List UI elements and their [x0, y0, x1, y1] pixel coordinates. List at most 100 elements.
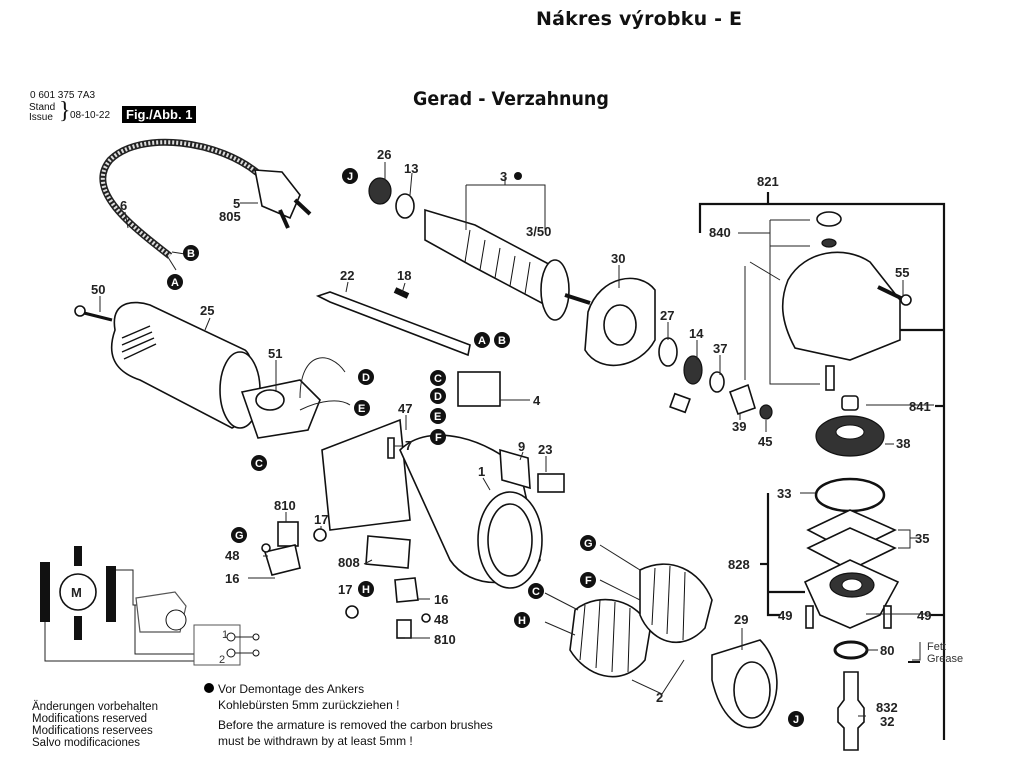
motor-symbol	[59, 573, 97, 611]
callout-49-right: 49	[917, 608, 931, 623]
armature-removal-note: Vor Demontage des Ankers Kohlebürsten 5m…	[204, 681, 493, 749]
ring-27	[658, 337, 678, 367]
marker-F-switch: F	[430, 429, 446, 445]
callout-55: 55	[895, 265, 909, 280]
nut-45	[759, 404, 773, 420]
modifications-fr: Modifications reservees	[32, 725, 153, 737]
pinion-39	[728, 383, 756, 416]
plate-808	[365, 535, 411, 569]
label-9	[499, 448, 531, 490]
armature-group	[368, 177, 773, 420]
callout-48-top: 48	[225, 548, 239, 563]
callout-841: 841	[909, 399, 931, 414]
modifications-es: Salvo modificaciones	[32, 737, 141, 749]
svg-text:J: J	[347, 171, 353, 183]
callout-18: 18	[397, 268, 411, 283]
issue-label: Issue	[29, 112, 53, 123]
callout-49-left: 49	[778, 608, 792, 623]
callout-45: 45	[758, 434, 772, 449]
brush-810-top	[277, 521, 299, 547]
connection-markers: B A J A B C D E F D E C G H G F C H J	[167, 168, 804, 727]
gear-head-group	[781, 211, 921, 751]
callout-33: 33	[777, 486, 791, 501]
grease-label-de: Fett	[927, 641, 946, 653]
callout-1: 1	[478, 464, 485, 479]
svg-text:E: E	[434, 411, 441, 423]
callout-16-top: 16	[225, 571, 239, 586]
callout-4: 4	[533, 393, 541, 408]
svg-text:H: H	[518, 615, 526, 627]
switch-rod-group	[315, 287, 501, 407]
callout-30: 30	[611, 251, 625, 266]
svg-text:B: B	[187, 248, 195, 260]
washer-80	[833, 640, 869, 660]
svg-text:F: F	[435, 432, 442, 444]
callout-3: 3	[500, 169, 507, 184]
warning-en-line-1: Before the armature is removed the carbo…	[218, 718, 493, 732]
stand-issue-labels: Stand Issue	[29, 103, 55, 123]
svg-text:F: F	[585, 575, 592, 587]
ring-26	[368, 177, 392, 205]
marker-C-module: C	[251, 455, 267, 471]
callout-22: 22	[340, 268, 354, 283]
grease-label-en: Grease	[927, 653, 963, 665]
cap-840	[816, 211, 842, 227]
bearing-13	[395, 193, 415, 219]
svg-text:G: G	[584, 538, 593, 550]
marker-D-switch: D	[430, 388, 446, 404]
callout-32: 32	[880, 714, 894, 729]
washer-37	[709, 371, 725, 393]
brush-holder-16-top	[263, 544, 301, 576]
callout-810-top: 810	[274, 498, 296, 513]
marker-C-switch: C	[430, 370, 446, 386]
marker-G-coil: G	[580, 535, 596, 551]
brush-holder-16-bottom	[394, 577, 419, 603]
brush-810-bottom	[396, 619, 412, 639]
callout-821: 821	[757, 174, 779, 189]
marker-E-module: E	[354, 400, 370, 416]
callout-840: 840	[709, 225, 731, 240]
spindle-32	[837, 671, 865, 751]
marker-G-brush: G	[231, 527, 247, 543]
document-number: 0 601 375 7A3	[30, 90, 96, 101]
callout-810-bottom: 810	[434, 632, 456, 647]
bearing-14	[683, 355, 703, 385]
switch-rod-22	[315, 291, 471, 357]
callout-7: 7	[405, 438, 412, 453]
modifications-note: Änderungen vorbehalten Modifications res…	[32, 701, 158, 749]
marker-B-switch: B	[494, 332, 510, 348]
svg-text:D: D	[434, 391, 442, 403]
stand-label: Stand	[29, 102, 56, 113]
svg-text:C: C	[255, 458, 263, 470]
callout-808: 808	[338, 555, 360, 570]
marker-J-guard: J	[788, 711, 804, 727]
callout-9: 9	[518, 439, 525, 454]
power-cord	[99, 138, 312, 271]
marker-C-coil: C	[528, 583, 544, 599]
gasket-35b	[806, 527, 897, 571]
callout-48-bottom: 48	[434, 612, 448, 627]
svg-text:H: H	[362, 584, 370, 596]
marker-E-switch: E	[430, 408, 446, 424]
switch-4	[457, 371, 501, 407]
wiring-schematic: M 1 2	[40, 546, 260, 666]
part-23	[537, 473, 565, 493]
motor-housing-group	[321, 418, 565, 589]
marker-D-module: D	[358, 369, 374, 385]
marker-A-switch: A	[474, 332, 490, 348]
marker-H-brush: H	[358, 581, 374, 597]
bullet-icon	[204, 683, 214, 693]
diagram-subtitle: Gerad - Verzahnung	[413, 88, 609, 110]
callout-47: 47	[398, 401, 412, 416]
callout-805: 805	[219, 209, 241, 224]
brace-glyph: }	[59, 98, 71, 124]
callout-29: 29	[734, 612, 748, 627]
callout-17-top: 17	[314, 512, 328, 527]
callout-6: 6	[120, 198, 127, 213]
spring-17-bottom	[345, 605, 359, 619]
callout-38: 38	[896, 436, 910, 451]
figure-badge: Fig./Abb. 1	[122, 106, 197, 123]
callout-5: 5	[233, 196, 240, 211]
clip-7	[387, 437, 395, 459]
